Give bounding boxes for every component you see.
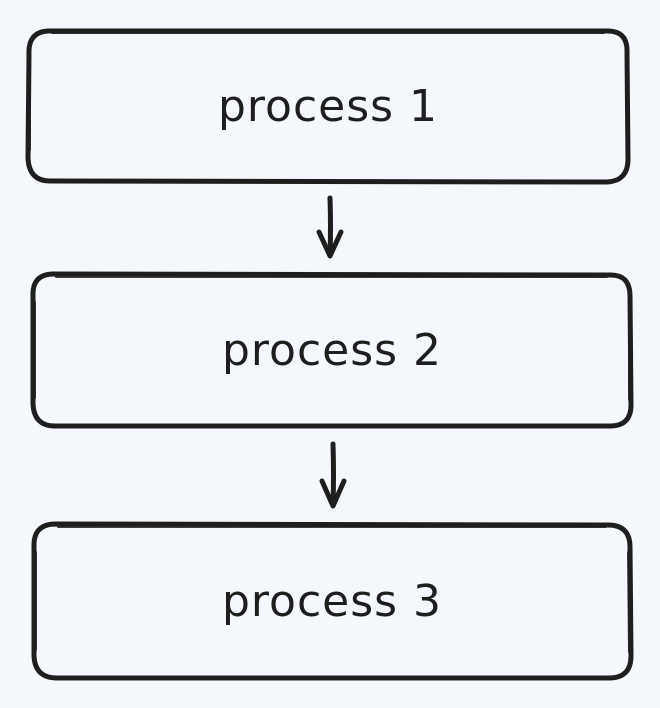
process-3-label: process 3 xyxy=(221,575,443,627)
process-1-box[interactable] xyxy=(25,28,631,185)
arrow-process-2-to-3 xyxy=(319,441,347,509)
process-1-box-sketch xyxy=(29,32,628,156)
process-3-box[interactable] xyxy=(31,521,634,681)
process-2-box[interactable] xyxy=(30,271,634,429)
arrow-process-1-to-2 xyxy=(316,195,344,259)
process-1-label: process 1 xyxy=(217,80,439,132)
process-2-box-sketch xyxy=(34,276,630,401)
process-2-label: process 2 xyxy=(221,324,443,376)
process-3-box-sketch xyxy=(35,526,630,653)
